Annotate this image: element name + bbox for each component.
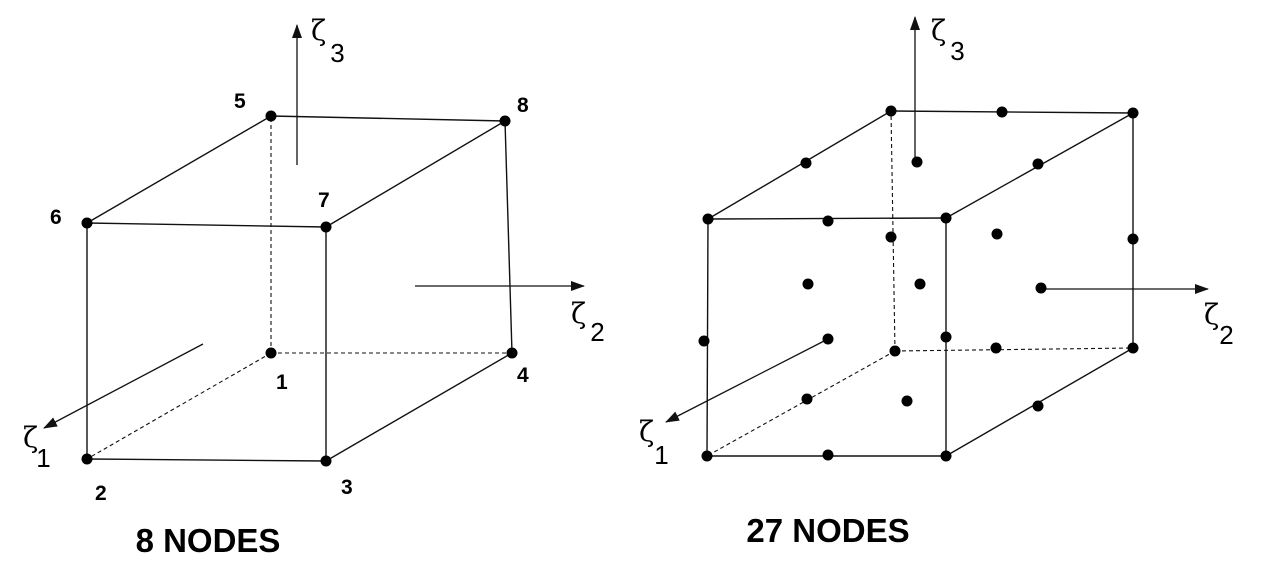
node-27-w	[901, 395, 913, 407]
edge-3-4	[325, 352, 513, 462]
node-label-2: 2	[95, 482, 107, 505]
node-2	[81, 453, 93, 465]
edge-27-top-back	[890, 110, 1134, 114]
node-6	[81, 217, 93, 229]
node-3	[320, 455, 332, 467]
node-27-k	[991, 228, 1003, 240]
node-27-j	[885, 231, 897, 243]
edge-2-3	[86, 458, 327, 462]
edge-8-4	[504, 120, 513, 354]
node-27-aa	[940, 450, 952, 462]
zeta1-axis-arrow-27	[665, 338, 829, 423]
node-label-6: 6	[50, 206, 62, 229]
zeta3-label-27: ζ3	[931, 14, 965, 66]
node-27-n	[914, 278, 926, 290]
zeta1-axis-arrow	[43, 343, 204, 429]
node-27-z	[822, 449, 834, 461]
edge-5-8	[270, 115, 506, 122]
node-27-q	[822, 333, 834, 345]
zeta2-label: ζ2	[571, 297, 605, 347]
node-27-i	[940, 212, 952, 224]
node-27-u	[1127, 342, 1139, 354]
node-8	[499, 115, 511, 127]
node-27-g	[702, 213, 714, 225]
zeta2-label-27: ζ2	[1204, 298, 1234, 350]
caption-27-nodes: 27 NODES	[746, 512, 909, 549]
hidden-edge-27-bottom-left	[706, 350, 896, 457]
edge-6-7	[86, 222, 327, 228]
node-27-f	[1032, 158, 1044, 170]
node-27-a	[885, 105, 897, 117]
edge-7-8	[325, 120, 506, 228]
node-27-v	[801, 393, 813, 405]
node-7	[320, 221, 332, 233]
node-27-h	[822, 215, 834, 227]
node-27-b	[996, 106, 1008, 118]
node-27-o	[1035, 282, 1047, 294]
node-27-r	[940, 331, 952, 343]
node-label-7: 7	[318, 189, 330, 212]
node-27-s	[889, 345, 901, 357]
zeta3-label: ζ3	[311, 14, 345, 68]
hidden-edge-1-2	[86, 352, 272, 460]
node-27-c	[1127, 107, 1139, 119]
node-27-m	[802, 278, 814, 290]
node-1	[265, 347, 277, 359]
node-label-1: 1	[276, 371, 288, 394]
edge-6-5	[86, 115, 272, 224]
node-27-x	[1032, 400, 1044, 412]
node-label-8: 8	[517, 94, 529, 117]
node-label-3: 3	[341, 476, 353, 499]
node-27-p	[698, 335, 710, 347]
node-label-5: 5	[234, 90, 246, 113]
caption-8-nodes: 8 NODES	[136, 522, 281, 559]
node-5	[265, 110, 277, 122]
zeta1-label-27: ζ1	[639, 415, 669, 470]
node-27-t	[990, 342, 1002, 354]
hex27-element: ζ3 ζ2 ζ1 27	[639, 14, 1234, 549]
node-27-y	[701, 450, 713, 462]
node-4	[506, 347, 518, 359]
node-label-4: 4	[517, 364, 529, 387]
node-27-d	[800, 157, 812, 169]
node-27-l	[1127, 233, 1139, 245]
hidden-edge-27-vertical	[890, 110, 896, 352]
edge-27-top-left	[707, 110, 892, 220]
hidden-edge-27-bottom-back	[894, 347, 1134, 352]
node-27-e	[911, 156, 923, 168]
